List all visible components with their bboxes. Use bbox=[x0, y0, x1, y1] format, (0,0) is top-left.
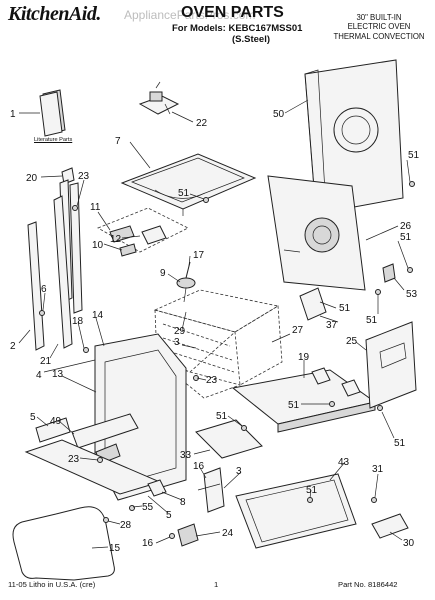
callout-number: 51 bbox=[408, 150, 420, 161]
description-line: ELECTRIC OVEN bbox=[347, 22, 411, 32]
callout-number: 23 bbox=[206, 375, 218, 386]
drawer-pan-part bbox=[235, 473, 357, 549]
oven-cavity-part bbox=[153, 289, 283, 399]
callout-number: 5 bbox=[30, 412, 36, 423]
page-title: OVEN PARTS bbox=[181, 4, 284, 21]
literature-parts-label: Literature Parts bbox=[34, 137, 73, 143]
hinge-receiver-part bbox=[61, 167, 75, 185]
vent-trim-part bbox=[195, 419, 263, 459]
callout-number: 19 bbox=[298, 352, 310, 363]
callout-number: 50 bbox=[273, 109, 285, 120]
footer-page-number: 1 bbox=[214, 580, 219, 589]
callout-number: 37 bbox=[326, 320, 338, 331]
fastener-screws bbox=[39, 181, 415, 539]
model-variant: (S.Steel) bbox=[232, 34, 271, 45]
mounting-bracket-part bbox=[299, 287, 327, 321]
callout-number: 27 bbox=[292, 325, 304, 336]
callout-number: 9 bbox=[160, 268, 166, 279]
callout-number: 6 bbox=[41, 284, 47, 295]
callout-number: 21 bbox=[40, 356, 52, 367]
callout-number: 13 bbox=[52, 369, 64, 380]
side-rail-part bbox=[27, 195, 73, 351]
small-clip-part bbox=[147, 479, 167, 497]
drawer-glide-part bbox=[371, 513, 409, 539]
callout-number: 51 bbox=[394, 438, 406, 449]
callout-number: 51 bbox=[400, 232, 412, 243]
door-handle-part bbox=[12, 506, 115, 581]
footer-part-number: Part No. 8186442 bbox=[338, 580, 398, 589]
callout-number: 7 bbox=[115, 136, 121, 147]
callout-number: 51 bbox=[366, 315, 378, 326]
callout-number: 1 bbox=[10, 109, 16, 120]
callout-number: 8 bbox=[180, 497, 186, 508]
callout-number: 51 bbox=[288, 400, 300, 411]
callout-number: 18 bbox=[72, 316, 84, 327]
callout-number: 3 bbox=[174, 337, 180, 348]
callout-number: 49 bbox=[50, 416, 62, 427]
callout-number: 3 bbox=[236, 466, 242, 477]
sensor-assembly-part bbox=[138, 81, 180, 115]
callout-number: 16 bbox=[193, 461, 205, 472]
latch-bracket-part bbox=[197, 467, 225, 513]
brand-logo: KitchenAid. bbox=[8, 3, 101, 25]
callout-number: 43 bbox=[338, 457, 350, 468]
callout-number: 29 bbox=[174, 326, 186, 337]
callout-number: 30 bbox=[403, 538, 415, 549]
callout-number: 28 bbox=[120, 520, 132, 531]
callout-number: 14 bbox=[92, 310, 104, 321]
watermark-text: AppliancePartsPros.com bbox=[124, 8, 256, 22]
leader-lines bbox=[18, 99, 411, 549]
callout-number: 23 bbox=[78, 171, 90, 182]
callout-number: 12 bbox=[110, 234, 122, 245]
callout-number: 20 bbox=[26, 173, 38, 184]
description-line: THERMAL CONVECTION bbox=[333, 31, 425, 41]
product-description: 30" BUILT-IN ELECTRIC OVEN THERMAL CONVE… bbox=[326, 13, 432, 41]
footer-litho: 11-05 Litho in U.S.A. (cre) bbox=[8, 580, 96, 589]
description-line: 30" BUILT-IN bbox=[356, 13, 402, 22]
small-bracket-part bbox=[382, 263, 396, 283]
control-box-part bbox=[97, 207, 189, 257]
callout-number: 53 bbox=[406, 289, 418, 300]
callout-number: 51 bbox=[306, 485, 318, 496]
callout-number: 55 bbox=[142, 502, 154, 513]
callout-number: 16 bbox=[142, 538, 154, 549]
callout-labels: 1 22 7 50 51 20 23 51 11 26 12 51 10 17 … bbox=[10, 109, 420, 554]
callout-number: 10 bbox=[92, 240, 104, 251]
callout-number: 22 bbox=[196, 118, 208, 129]
temperature-sensor-part bbox=[176, 261, 196, 303]
callout-number: 2 bbox=[10, 341, 16, 352]
callout-number: 17 bbox=[193, 250, 205, 261]
callout-number: 51 bbox=[178, 188, 190, 199]
callout-number: 31 bbox=[372, 464, 384, 475]
callout-number: 25 bbox=[346, 336, 358, 347]
bottom-panel-part bbox=[231, 367, 377, 433]
callout-number: 15 bbox=[109, 543, 121, 554]
callout-number: 5 bbox=[166, 510, 172, 521]
latch-switch-part bbox=[177, 523, 199, 547]
convection-back-panel-part bbox=[267, 175, 366, 291]
top-cover-panel-part bbox=[120, 153, 257, 216]
control-panel-part bbox=[365, 321, 417, 409]
callout-number: 51 bbox=[339, 303, 351, 314]
callout-number: 26 bbox=[400, 221, 412, 232]
callout-number: 23 bbox=[68, 454, 80, 465]
callout-number: 33 bbox=[180, 450, 192, 461]
callout-number: 11 bbox=[90, 202, 101, 213]
models-line: For Models: KEBC167MSS01 bbox=[172, 23, 303, 34]
callout-number: 4 bbox=[36, 370, 42, 381]
callout-number: 24 bbox=[222, 528, 234, 539]
literature-booklet-part bbox=[39, 89, 66, 137]
callout-number: 51 bbox=[216, 411, 228, 422]
